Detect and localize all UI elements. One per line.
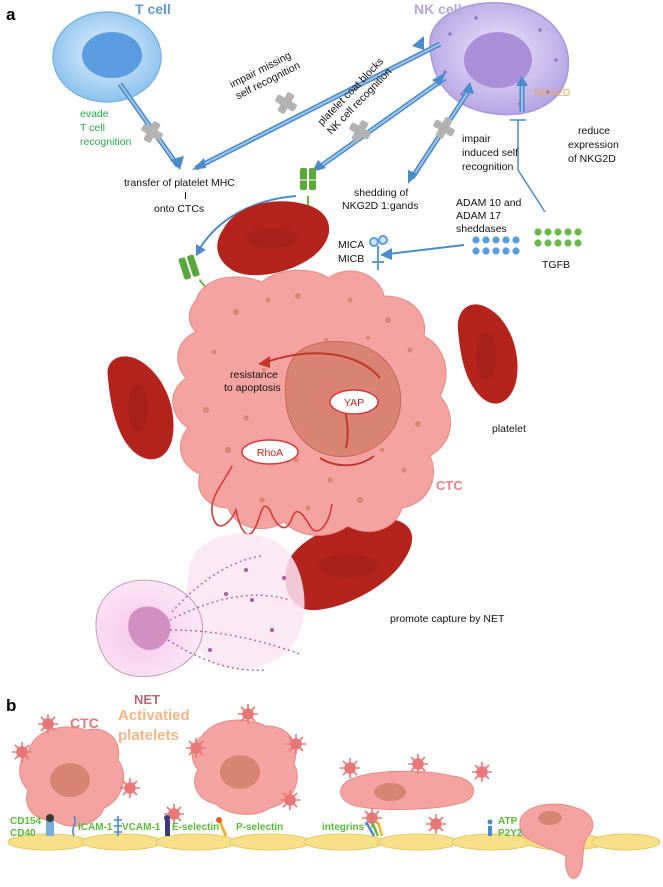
svg-text:evade: evade: [80, 108, 109, 120]
svg-text:onto CTCs: onto CTCs: [154, 203, 204, 215]
ctc-label: CTC: [436, 478, 463, 493]
atp-labels: ATP P2Y2: [498, 816, 523, 839]
label-reduce-expression: reduce expression of NKG2D: [568, 125, 619, 165]
svg-text:induced self: induced self: [462, 147, 518, 159]
integrins-label: integrins: [322, 822, 365, 833]
label-mica: MICA MICB: [338, 239, 364, 265]
activated-platelets-label: Activatied platelets: [118, 707, 190, 744]
tgfb-inhibition-line: [510, 119, 546, 213]
p2y2-receptor-icon: [487, 819, 493, 836]
ctc-b-label: CTC: [70, 715, 99, 731]
svg-text:RhoA: RhoA: [257, 447, 283, 459]
svg-text:resistance: resistance: [230, 369, 278, 381]
vcam-label: VCAM-1: [122, 822, 161, 833]
svg-text:MICA: MICA: [338, 239, 364, 251]
svg-text:YAP: YAP: [344, 397, 364, 409]
arrow-heads: [170, 36, 528, 184]
svg-text:of NKG2D: of NKG2D: [568, 153, 616, 165]
svg-text:shedding of: shedding of: [354, 187, 408, 199]
panel-a-label: a: [6, 5, 16, 24]
svg-text:T cell: T cell: [80, 122, 105, 134]
rhoa-pill: RhoA: [241, 439, 299, 465]
svg-text:to apoptosis: to apoptosis: [224, 382, 281, 394]
block-cross-icons: [141, 92, 455, 143]
svg-text:ADAM 10 and: ADAM 10 and: [456, 197, 522, 209]
svg-text:sheddases: sheddases: [456, 223, 507, 235]
svg-text:ATP: ATP: [498, 816, 518, 827]
svg-text:CD40: CD40: [10, 828, 36, 839]
panel-b-label: b: [6, 696, 16, 715]
platelet-highlights: [128, 228, 496, 578]
label-adam: ADAM 10 and ADAM 17 sheddases: [456, 197, 522, 235]
net-label: NET: [134, 692, 160, 707]
mica-ligand-icon: [369, 235, 388, 270]
label-resistance: resistance to apoptosis: [224, 369, 281, 394]
svg-text:recognition: recognition: [462, 161, 514, 173]
nk-cell: [429, 2, 570, 116]
endothelium: [7, 833, 661, 851]
svg-text:NKG2D 1:gands: NKG2D 1:gands: [342, 200, 418, 212]
tgfb-dots: [534, 228, 582, 247]
icam-label: ICAM-1: [78, 822, 113, 833]
transfer-arrow: [199, 195, 297, 249]
svg-text:expression: expression: [568, 139, 619, 151]
svg-text:P2Y2: P2Y2: [498, 828, 523, 839]
platelets: [107, 201, 518, 611]
icam-receptor-icon: [72, 815, 76, 837]
svg-text:impair: impair: [462, 133, 491, 145]
svg-text:transfer of platelet MHC: transfer of platelet MHC: [124, 177, 235, 189]
svg-text:ADAM 17: ADAM 17: [456, 210, 501, 222]
activated-platelets: [12, 704, 492, 834]
ctc-b-cell-4: [519, 803, 594, 879]
cd-labels: CD154 CD40: [10, 816, 42, 839]
label-promote-capture: promote capture by NET: [390, 613, 505, 625]
t-cell-label: T cell: [135, 1, 171, 17]
eselectin-receptor-icon: [164, 815, 170, 836]
ctc-b-cell-1: [19, 726, 125, 827]
nk-cell-label: NK cell: [414, 1, 461, 17]
adam-sheddase-dots: [472, 236, 520, 255]
label-nkg2d: NKG2D: [534, 87, 571, 99]
svg-text:I: I: [184, 190, 187, 202]
svg-text:Activatied: Activatied: [118, 707, 190, 724]
signaling-arrow-head-1: [258, 356, 270, 368]
pselectin-receptor-icon: [216, 817, 228, 837]
svg-text:recognition: recognition: [80, 136, 132, 148]
integrin-receptor-icon: [364, 821, 384, 837]
ctc-b-cell-3: [340, 770, 475, 810]
label-transfer: transfer of platelet MHC I onto CTCs: [124, 177, 235, 215]
yap-pill: YAP: [329, 389, 379, 415]
svg-text:CD154: CD154: [10, 816, 42, 827]
pselectin-label: P-selectin: [236, 822, 283, 833]
t-cell: [52, 11, 162, 103]
cd40-receptor-icon: [46, 814, 54, 836]
label-tgfb: TGFB: [542, 259, 570, 271]
net-cell: [95, 533, 305, 678]
svg-text:platelets: platelets: [118, 727, 179, 744]
ctc-b-cell-2: [191, 719, 298, 815]
svg-text:MICB: MICB: [338, 253, 364, 265]
label-evade: evade T cell recognition: [80, 108, 132, 148]
transfer-arrow-head: [196, 244, 206, 256]
ctc-protrusion: [211, 465, 333, 535]
sheddase-arrow: [387, 244, 465, 255]
label-shedding: shedding of NKG2D 1:gands: [342, 187, 418, 212]
eselectin-label: E-selectin: [172, 822, 219, 833]
label-impair-induced: impair induced self recognition: [462, 133, 518, 173]
vcam-receptor-icon: [114, 816, 122, 836]
svg-text:reduce: reduce: [578, 125, 610, 137]
label-platelet: platelet: [492, 423, 526, 435]
sheddase-arrow-head: [380, 248, 392, 260]
arrows-top: [117, 41, 525, 180]
